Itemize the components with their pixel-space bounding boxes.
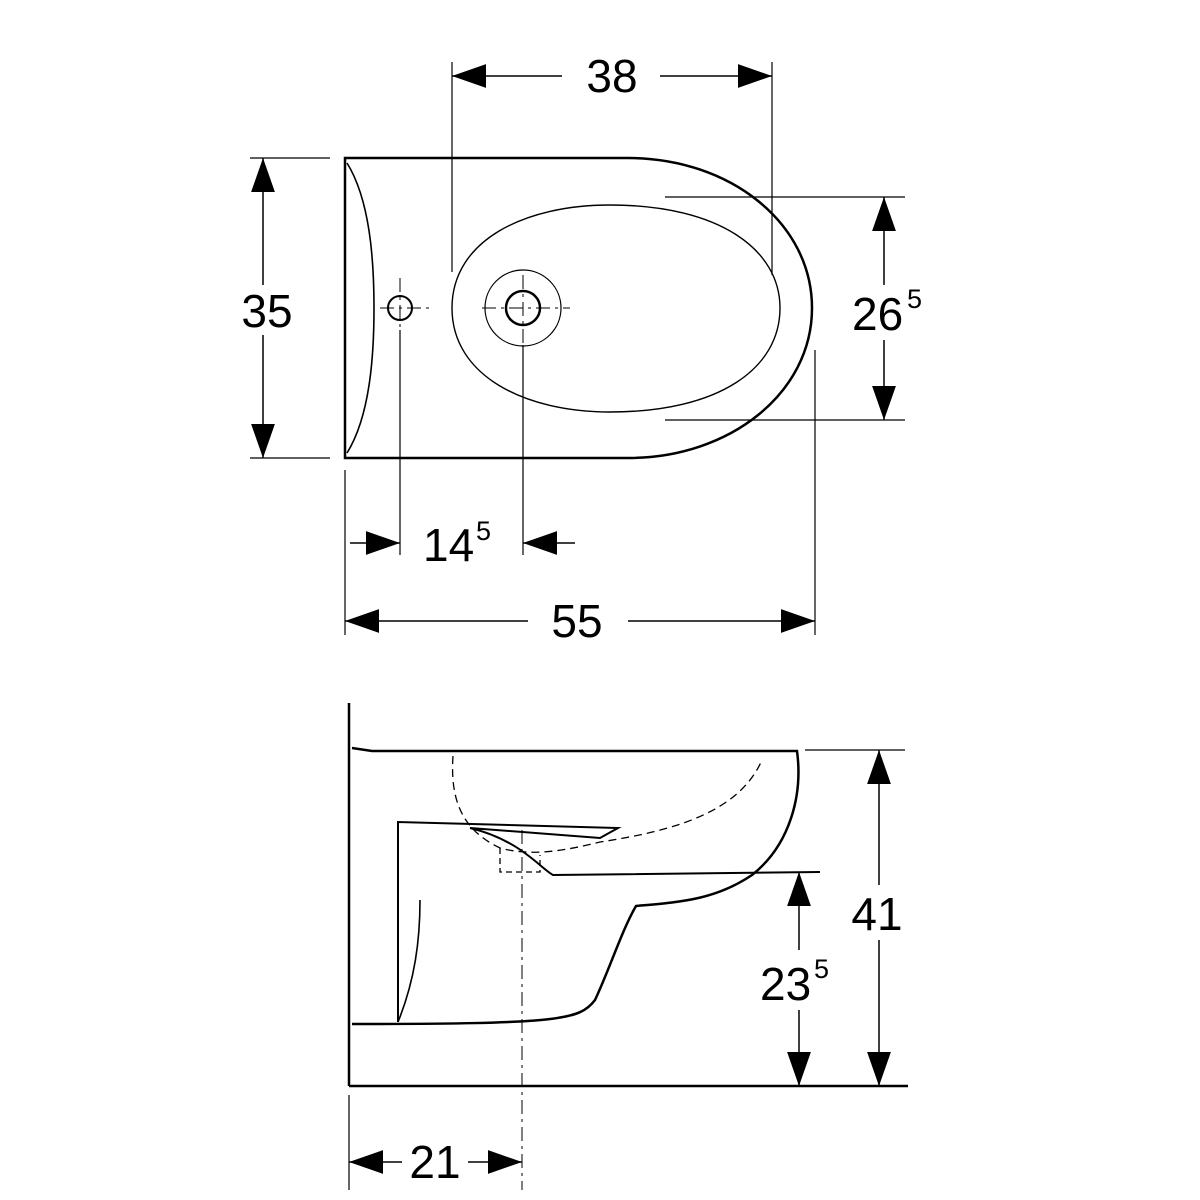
support-recess <box>397 820 821 1022</box>
back-wall-edge <box>346 162 375 454</box>
bowl-outline <box>451 204 781 413</box>
dim-label-21: 21 <box>409 1136 460 1188</box>
bidet-body-outline <box>351 746 800 1026</box>
dim-label-55: 55 <box>551 595 602 647</box>
support-curve <box>397 899 421 1023</box>
dim-label-265-sup: 5 <box>907 284 922 314</box>
dim-label-265: 26 <box>852 288 903 340</box>
dim-label-145-sup: 5 <box>476 516 491 546</box>
dim-label-235: 23 <box>760 958 811 1010</box>
dim-label-38: 38 <box>586 50 637 102</box>
dim-label-41: 41 <box>851 888 902 940</box>
dim-label-145: 14 <box>423 519 474 571</box>
top-view-outline <box>343 156 814 460</box>
dim-label-35: 35 <box>241 285 292 337</box>
hidden-drain <box>499 848 541 873</box>
hidden-bowl-inner <box>451 755 763 853</box>
top-view: 38 35 26 5 14 5 55 <box>241 50 922 647</box>
side-view: 41 23 5 21 <box>347 703 908 1190</box>
dim-label-235-sup: 5 <box>814 954 829 984</box>
